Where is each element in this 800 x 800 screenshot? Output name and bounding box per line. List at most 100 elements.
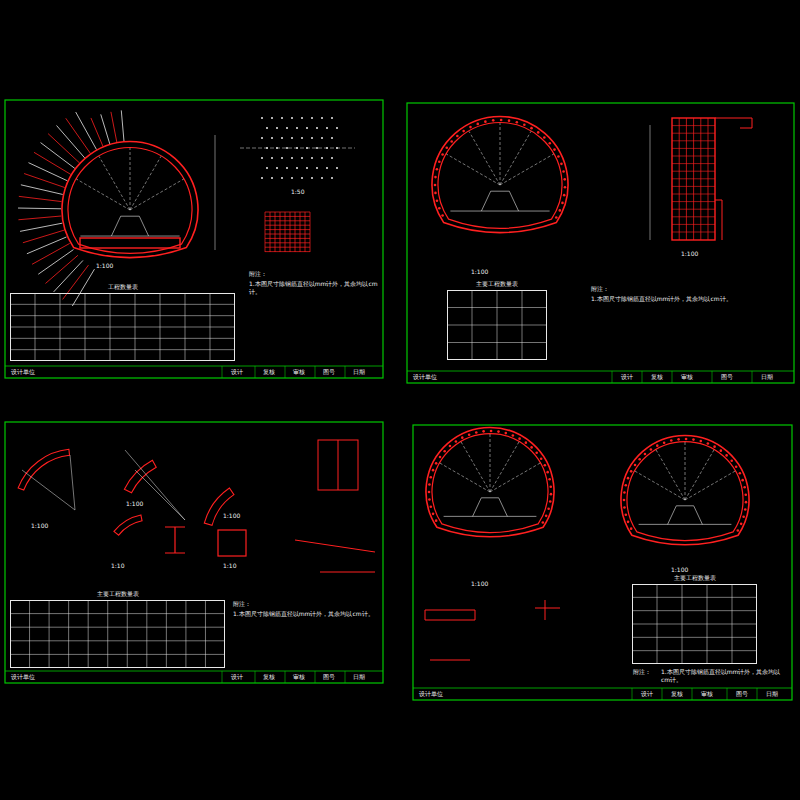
i-beam-section xyxy=(165,527,185,553)
tunnel-lining xyxy=(438,123,562,229)
sheet-border xyxy=(5,100,383,378)
link-bar xyxy=(672,140,715,141)
center-line xyxy=(446,154,500,185)
table-col-line xyxy=(682,584,683,664)
title-block-line xyxy=(5,671,383,672)
title-block-divider xyxy=(255,366,256,378)
steel-arch-dot xyxy=(644,453,647,456)
steel-arch-dot xyxy=(475,431,478,434)
center-line xyxy=(685,471,735,500)
steel-arch-dot xyxy=(490,430,493,433)
steel-arch-dot xyxy=(537,131,540,134)
portal-outline xyxy=(715,118,752,240)
anchor-bolt xyxy=(63,265,89,299)
steel-arch-dot xyxy=(656,444,659,447)
center-line xyxy=(461,442,490,492)
table-row-line xyxy=(10,654,225,655)
steel-arch-dot xyxy=(545,515,548,518)
table-row-line xyxy=(632,623,757,624)
center-line xyxy=(490,463,540,492)
steel-arch-dot xyxy=(663,441,666,444)
steel-arch-dot xyxy=(623,506,626,509)
mesh-bar xyxy=(265,251,310,252)
table-col-line xyxy=(185,293,186,361)
table-heading: 主要工程数量表 xyxy=(632,574,757,582)
anchor-bolt xyxy=(101,114,110,144)
steel-arch-dot xyxy=(720,449,723,452)
table-heading: 主要工程数量表 xyxy=(10,590,225,598)
table-row-line xyxy=(10,338,235,339)
drawing-label: 审核 xyxy=(292,368,306,376)
steel-arch-dot xyxy=(543,136,546,139)
steel-arch-dot xyxy=(428,498,431,501)
mesh-bar xyxy=(265,238,310,239)
drawing-label: 1:100 xyxy=(470,268,489,276)
steel-arch-dot xyxy=(547,508,550,511)
link-bar xyxy=(672,125,715,126)
steel-arch-dot xyxy=(623,499,626,502)
table-col-line xyxy=(166,600,167,668)
title-block-divider xyxy=(345,671,346,683)
mesh-bar xyxy=(265,229,310,230)
title-block-divider xyxy=(285,366,286,378)
steel-arch-dot xyxy=(441,214,444,217)
bolt-pattern-dot xyxy=(291,177,293,179)
center-line xyxy=(635,471,685,500)
steel-arch-dot xyxy=(542,521,545,524)
bolt-pattern-dot xyxy=(326,167,328,169)
drawing-label: 日期 xyxy=(352,368,366,376)
drawing-label: 日期 xyxy=(765,690,779,698)
mesh-bar xyxy=(300,212,301,252)
drawing-label: 1:100 xyxy=(222,512,241,520)
steel-arch-dot xyxy=(436,168,439,171)
steel-arch-dot xyxy=(476,123,479,126)
steel-arch-dot xyxy=(461,436,464,439)
table-row-line xyxy=(10,326,235,327)
steel-arch-dot xyxy=(707,442,710,445)
bolt-pattern-dot xyxy=(286,167,288,169)
table-col-line xyxy=(35,293,36,361)
table-row-line xyxy=(632,650,757,651)
drawing-label: 1:100 xyxy=(125,500,144,508)
table-col-line xyxy=(49,600,50,668)
steel-arch-dot xyxy=(469,126,472,129)
table-grid xyxy=(10,600,225,668)
pattern-axis xyxy=(240,148,355,149)
table-col-line xyxy=(205,600,206,668)
anchor-bolt xyxy=(24,174,65,188)
bolt-pattern-dot xyxy=(296,167,298,169)
drawing-label: 1.本图尺寸除钢筋直径以mm计外，其余均以cm计。 xyxy=(248,280,380,295)
steel-arch-dot xyxy=(504,432,507,435)
bolt-pattern-dot xyxy=(331,157,333,159)
tunnel-lining xyxy=(432,434,548,533)
bolt-pattern-dot xyxy=(291,157,293,159)
steel-arch-dot xyxy=(550,493,553,496)
steel-arch-dot xyxy=(449,445,452,448)
drawing-label: 1:10 xyxy=(110,562,125,570)
road-line xyxy=(450,211,549,212)
steel-arch-dot xyxy=(735,465,738,468)
mesh-bar xyxy=(265,212,310,213)
anchor-bolt xyxy=(121,110,124,141)
table-col-line xyxy=(127,600,128,668)
bolt-pattern-dot xyxy=(331,177,333,179)
steel-arch-dot xyxy=(443,450,446,453)
table-col-line xyxy=(135,293,136,361)
bolt-pattern-dot xyxy=(321,137,323,139)
drawing-label: 审核 xyxy=(680,373,694,381)
road-line xyxy=(639,524,732,525)
title-block-divider xyxy=(757,688,758,700)
table-col-line xyxy=(110,293,111,361)
drawing-label: 设计单位 xyxy=(418,690,444,698)
steel-arch-dot xyxy=(670,439,673,442)
steel-arch-dot xyxy=(741,479,744,482)
table-border xyxy=(633,584,757,663)
drawing-label: 附注： xyxy=(590,285,610,293)
anchor-bolt xyxy=(111,112,117,142)
steel-arch-dot xyxy=(436,199,439,202)
tunnel-lining xyxy=(627,442,743,541)
bolt-pattern-dot xyxy=(266,167,268,169)
bolt-pattern-dot xyxy=(281,157,283,159)
title-block-line xyxy=(413,688,792,689)
bolt-pattern-dot xyxy=(301,117,303,119)
